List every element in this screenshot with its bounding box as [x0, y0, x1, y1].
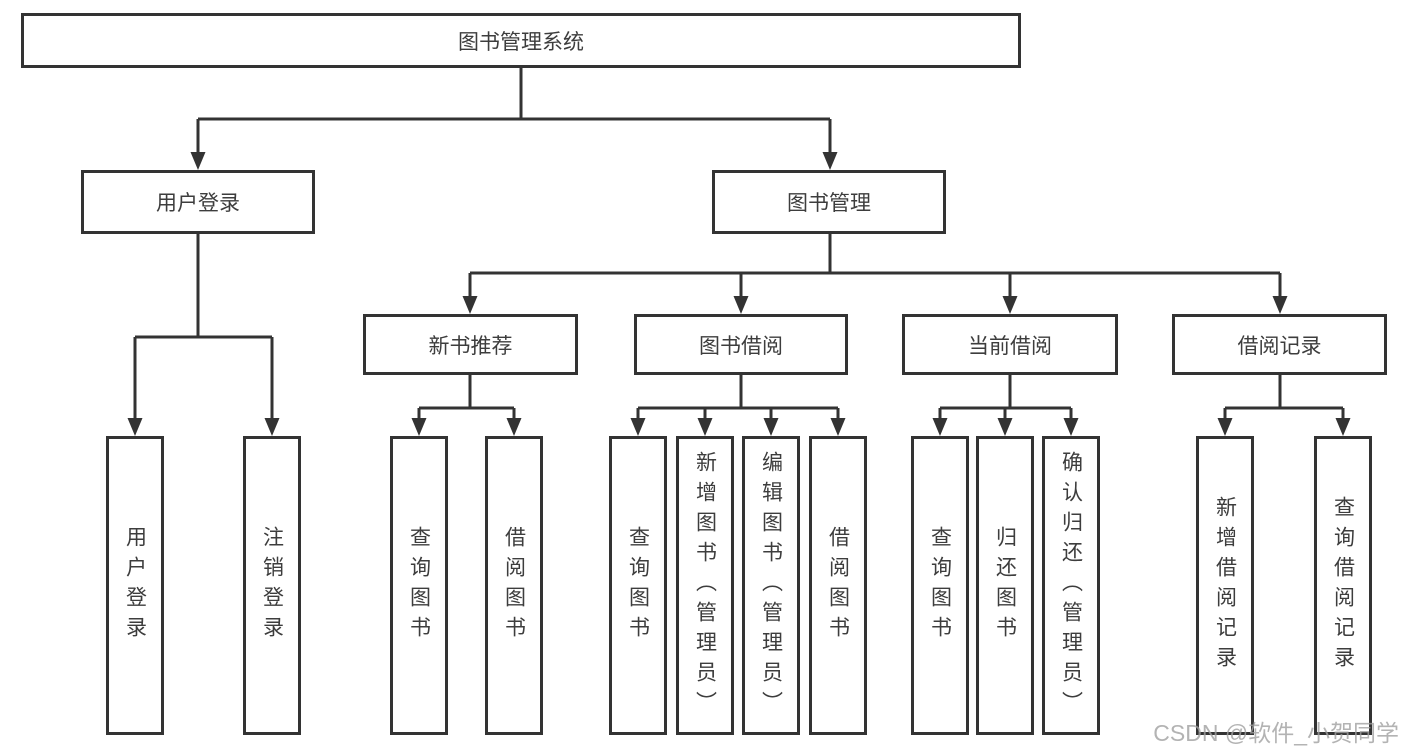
node-leaf-add-books-admin: 新增图书（管理员）: [676, 436, 734, 735]
node-leaf-borrow-books-1: 借阅图书: [485, 436, 543, 735]
node-leaf-query-books-2: 查询图书: [609, 436, 667, 735]
node-borrow-record: 借阅记录: [1172, 314, 1387, 375]
node-leaf-borrow-books-2: 借阅图书: [809, 436, 867, 735]
node-leaf-query-books-1: 查询图书: [390, 436, 448, 735]
node-current-borrow: 当前借阅: [902, 314, 1118, 375]
node-leaf-logout: 注销登录: [243, 436, 301, 735]
node-leaf-add-borrow-record: 新增借阅记录: [1196, 436, 1254, 735]
node-leaf-query-books-3: 查询图书: [911, 436, 969, 735]
node-book-management: 图书管理: [712, 170, 946, 234]
node-leaf-return-books: 归还图书: [976, 436, 1034, 735]
node-leaf-query-borrow-record: 查询借阅记录: [1314, 436, 1372, 735]
node-leaf-edit-books-admin: 编辑图书（管理员）: [742, 436, 800, 735]
node-new-book-recommend: 新书推荐: [363, 314, 578, 375]
csdn-watermark: CSDN @软件_小贺同学: [1153, 720, 1399, 746]
arrowheads: [127, 152, 1351, 436]
node-leaf-user-login: 用户登录: [106, 436, 164, 735]
node-root-library-system: 图书管理系统: [21, 13, 1021, 68]
node-user-login: 用户登录: [81, 170, 315, 234]
node-book-borrow: 图书借阅: [634, 314, 848, 375]
node-leaf-confirm-return-admin: 确认归还（管理员）: [1042, 436, 1100, 735]
